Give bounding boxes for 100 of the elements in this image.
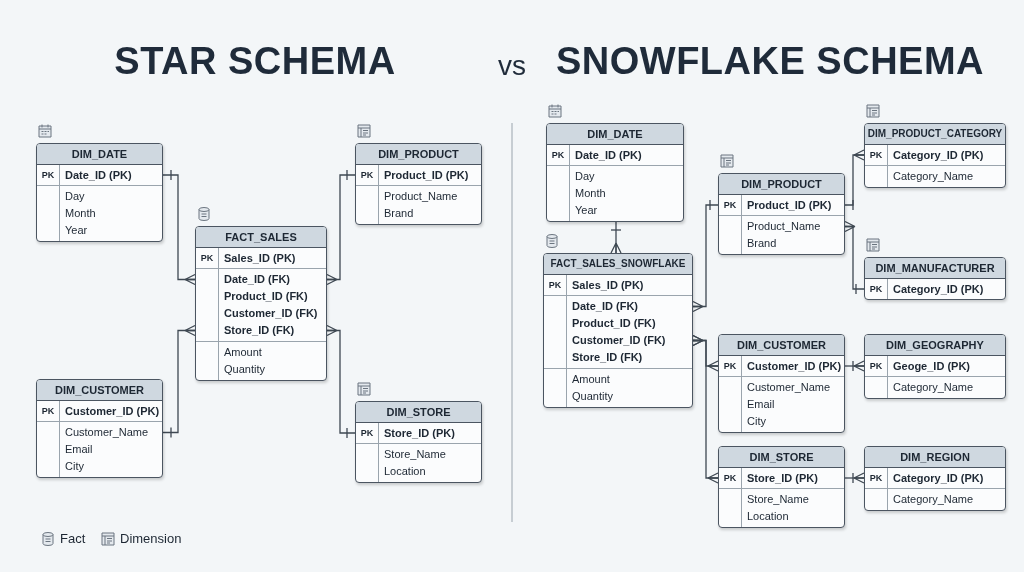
table-box	[864, 334, 1006, 399]
schema-title: STAR SCHEMA	[114, 40, 396, 83]
table-header: DIM_MANUFACTURER	[865, 258, 1005, 279]
table-box	[718, 334, 845, 433]
field-name: Customer_Name	[747, 380, 831, 395]
table-box	[195, 226, 327, 381]
field-name: Category_Name	[893, 380, 974, 395]
key-label: PK	[550, 149, 566, 162]
table-header: DIM_GEOGRAPHY	[865, 335, 1005, 356]
key-label: PK	[40, 169, 56, 182]
field-name: Day	[65, 189, 85, 204]
field-name: Year	[575, 203, 598, 218]
table-header: DIM_PRODUCT	[719, 174, 844, 195]
field-name: Store_Name	[384, 447, 446, 462]
table-header: DIM_PRODUCT_CATEGORY	[865, 124, 1005, 145]
relationship-line	[844, 360, 865, 372]
field-name: Year	[65, 223, 88, 238]
field-name: Customer_ID (FK)	[224, 306, 318, 321]
versus-label: vs	[498, 50, 526, 82]
field-name: City	[747, 414, 766, 429]
field-name: Amount	[572, 372, 610, 387]
field-name: Customer_ID (FK)	[572, 333, 666, 348]
field-name: Category_Name	[893, 169, 974, 184]
relationship-line	[844, 149, 865, 211]
key-label: PK	[547, 279, 563, 292]
legend-label: Fact	[60, 531, 86, 546]
field-name: Store_ID (PK)	[747, 471, 818, 486]
relationship-line	[610, 221, 622, 254]
field-name: Product_Name	[747, 219, 821, 234]
field-name: Date_ID (FK)	[572, 299, 638, 314]
relationship-line	[162, 324, 196, 439]
field-name: Product_ID (PK)	[384, 168, 469, 183]
table-header: DIM_STORE	[719, 447, 844, 468]
key-label: PK	[359, 169, 375, 182]
field-name: Geoge_ID (PK)	[893, 359, 970, 374]
field-name: Quantity	[572, 389, 613, 404]
field-name: Date_ID (FK)	[224, 272, 290, 287]
field-name: Email	[747, 397, 775, 412]
field-name: Brand	[747, 236, 777, 251]
field-name: Customer_ID (PK)	[65, 404, 160, 419]
relationship-line	[326, 324, 356, 439]
field-name: Email	[65, 442, 93, 457]
table-box	[718, 446, 845, 528]
table-box	[36, 379, 163, 478]
table-box	[36, 143, 163, 242]
table-header: DIM_STORE	[356, 402, 481, 423]
table-header: DIM_REGION	[865, 447, 1005, 468]
field-name: Store_Name	[747, 492, 809, 507]
field-name: Category_Name	[893, 492, 974, 507]
field-name: Brand	[384, 206, 414, 221]
table-header: DIM_PRODUCT	[356, 144, 481, 165]
field-name: Customer_ID (PK)	[747, 359, 842, 374]
key-label: PK	[722, 472, 738, 485]
field-name: Location	[747, 509, 789, 524]
table-box	[864, 123, 1006, 188]
field-name: Sales_ID (PK)	[572, 278, 644, 293]
key-label: PK	[199, 252, 215, 265]
table-header: DIM_CUSTOMER	[37, 380, 162, 401]
table-box	[355, 143, 482, 225]
field-name: Month	[65, 206, 96, 221]
field-name: Month	[575, 186, 606, 201]
relationship-line	[692, 334, 719, 484]
table-box	[718, 173, 845, 255]
field-name: Category_ID (PK)	[893, 148, 984, 163]
relationship-line	[692, 199, 719, 313]
field-name: Category_ID (PK)	[893, 471, 984, 486]
key-label: PK	[868, 472, 884, 485]
table-header: DIM_CUSTOMER	[719, 335, 844, 356]
key-label: PK	[868, 149, 884, 162]
key-label: PK	[868, 360, 884, 373]
field-name: Product_ID (PK)	[747, 198, 832, 213]
field-name: Amount	[224, 345, 262, 360]
field-name: Store_ID (FK)	[224, 323, 295, 338]
table-box	[864, 446, 1006, 511]
relationship-line	[162, 169, 196, 286]
field-name: Sales_ID (PK)	[224, 251, 296, 266]
table-header: FACT_SALES	[196, 227, 326, 248]
legend-label: Dimension	[120, 531, 182, 546]
table-box	[546, 123, 684, 222]
field-name: Day	[575, 169, 595, 184]
field-name: Product_Name	[384, 189, 458, 204]
table-box	[355, 401, 482, 483]
table-header: DIM_DATE	[37, 144, 162, 165]
key-label: PK	[40, 405, 56, 418]
relationship-line	[844, 472, 865, 484]
table-header: DIM_DATE	[547, 124, 683, 145]
field-name: Product_ID (FK)	[572, 316, 656, 331]
relationship-line	[326, 169, 356, 286]
table-header: FACT_SALES_SNOWFLAKE	[544, 254, 692, 275]
field-name: City	[65, 459, 84, 474]
schema-title: SNOWFLAKE SCHEMA	[555, 40, 985, 83]
field-name: Category_ID (PK)	[893, 282, 984, 297]
field-name: Store_ID (PK)	[384, 426, 455, 441]
table-box	[864, 257, 1006, 300]
field-name: Location	[384, 464, 426, 479]
field-name: Quantity	[224, 362, 265, 377]
relationship-line	[844, 220, 865, 295]
field-name: Customer_Name	[65, 425, 149, 440]
field-name: Date_ID (PK)	[65, 168, 132, 183]
key-label: PK	[359, 427, 375, 440]
